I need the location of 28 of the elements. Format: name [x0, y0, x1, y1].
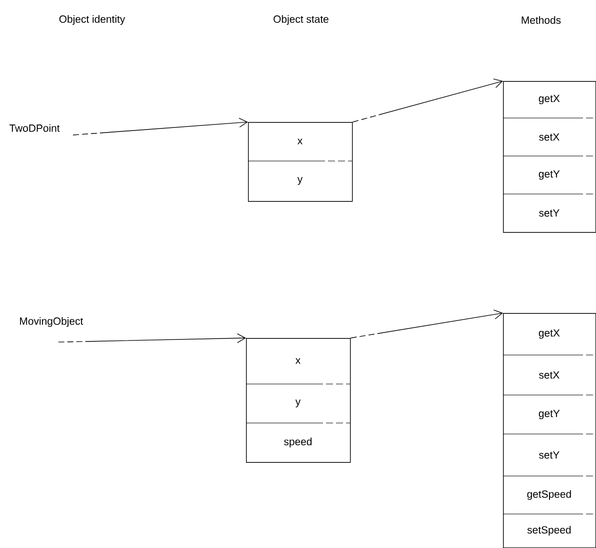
method-name: setY — [539, 209, 560, 217]
column-heading: Methods — [522, 16, 561, 24]
method-name: setX — [539, 371, 560, 379]
method-name: getY — [538, 170, 560, 180]
state-box — [246, 338, 351, 463]
arrow — [58, 333, 246, 344]
state-box — [248, 122, 353, 202]
arrow — [350, 310, 503, 338]
field-name: y — [295, 400, 301, 408]
object-name: MovingObject — [20, 317, 84, 327]
arrow — [352, 78, 503, 122]
arrow — [72, 118, 248, 136]
method-name: setX — [539, 133, 560, 141]
method-name: getX — [538, 94, 560, 104]
field-name: speed — [284, 438, 312, 448]
field-name: x — [296, 358, 300, 364]
field-name: y — [297, 177, 303, 185]
field-name: x — [298, 138, 302, 144]
object-name: TwoDPoint — [9, 124, 60, 132]
method-name: getX — [538, 329, 560, 339]
column-heading: Object state — [274, 15, 328, 25]
method-table — [503, 81, 596, 233]
method-name: setSpeed — [527, 526, 571, 536]
method-table — [503, 313, 596, 548]
column-heading: Object identity — [59, 15, 126, 25]
method-name: getSpeed — [527, 490, 571, 500]
method-name: getY — [538, 410, 560, 420]
method-name: setY — [539, 451, 560, 459]
